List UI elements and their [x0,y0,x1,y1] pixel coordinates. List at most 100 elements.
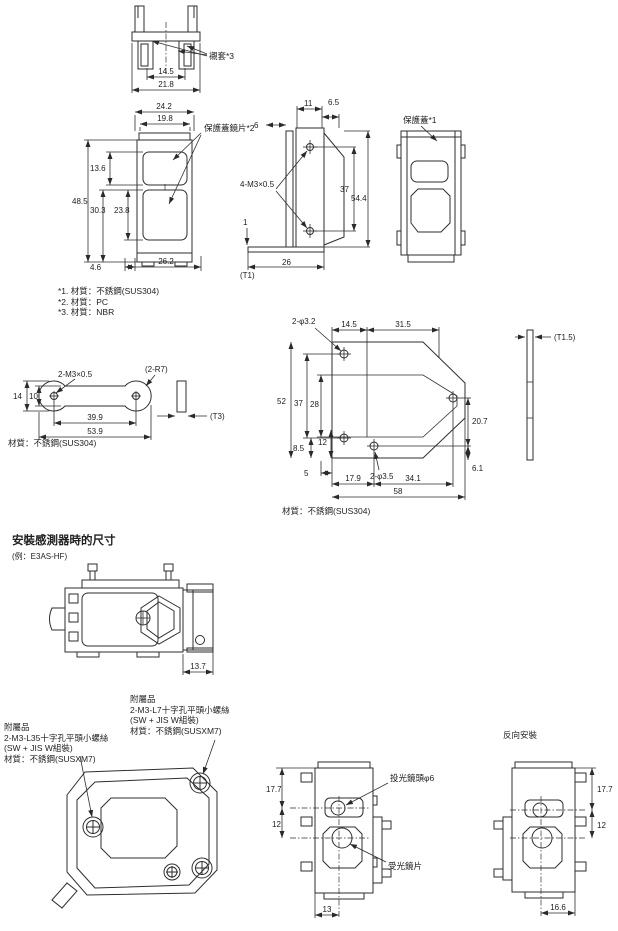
dim-1: 1 [243,218,248,227]
dim-31-5: 31.5 [395,320,411,329]
strap-screw-label: 2-M3×0.5 [58,370,93,379]
fig-reverse-mount-view: 17.7 12 16.6 [493,761,613,916]
dim-17-9: 17.9 [345,474,361,483]
dim-37: 37 [294,399,303,408]
dim-11: 11 [304,99,313,108]
fig-side-bracket-view: 11 6.5 6 4-M3×0.5 1 (T1) 26 37 54.4 [240,98,371,280]
bushing-label: 襯套*3 [209,51,234,61]
dim-24-2: 24.2 [156,102,172,111]
dim-lines [244,106,371,270]
plate-edge-outline [526,329,534,461]
front-outline [136,132,193,267]
fig-protective-cover: 保護蓋*1 [396,115,466,263]
acc-r-3: (SW + JIS W組裝) [130,715,199,725]
sensor-outline [493,761,587,899]
plate-outline [331,341,466,459]
section-subtitle: (例：E3AS-HF) [12,552,68,561]
dim-13-6: 13.6 [90,164,106,173]
dim-53-9: 53.9 [87,427,103,436]
dim-13: 13 [323,905,332,914]
dim-21-8: 21.8 [158,80,174,89]
dim-52: 52 [277,397,286,406]
dim-34-1: 34.1 [405,474,421,483]
leader-lines [79,739,216,818]
dim-5: 5 [304,469,309,478]
sensor-outline [300,761,392,900]
dim-t3: (T3) [210,412,225,421]
cover-label: 保護蓋*1 [403,115,437,125]
dim-lines [541,767,596,916]
dim-12: 12 [272,820,281,829]
fig-mounted-top-view: 13.7 [49,563,214,675]
dim-58: 58 [394,487,403,496]
dim-17-7: 17.7 [597,785,613,794]
dim-20-7: 20.7 [472,417,488,426]
screw-holes [303,140,317,238]
hole-big-label: 2-φ3.5 [370,472,394,481]
dim-37: 37 [340,185,349,194]
dim-lines [84,109,202,271]
fig-bushing-top-view: 14.5 21.8 襯套*3 [131,5,234,93]
dim-12: 12 [318,438,327,447]
acc-r-4: 材質：不銹鋼(SUSXM7) [130,725,222,736]
dim-14-5: 14.5 [158,67,174,76]
fig-mounting-plate: 14.5 31.5 2-φ3.2 2-φ3.5 52 37 28 8.5 12 … [277,317,488,500]
dim-6: 6 [254,121,259,130]
hole-small-label: 2-φ3.2 [292,317,316,326]
acc-r-2: 2-M3-L7十字孔平頭小螺絲 [130,704,230,715]
fig-sensor-cover-front [51,739,218,909]
dim-8-5: 8.5 [293,444,305,453]
cover-outline [396,130,466,263]
strap-side-view [176,380,187,413]
emitter-lens-label: 投光鏡頭φ6 [390,773,435,783]
dim-lines [276,767,389,918]
acc-r-1: 附屬品 [130,694,156,704]
screw-holes [49,391,141,401]
fig-lens-front-view: 17.7 12 13 投光鏡頭φ6 受光鏡片 [266,761,435,918]
fig-plate-side-view: (T1.5) [515,329,576,461]
dim-39-9: 39.9 [87,413,103,422]
acc-l-3: (SW + JIS W組裝) [4,743,73,753]
acc-l-4: 材質：不銹鋼(SUSXM7) [4,753,96,764]
section-title: 安裝感測器時的尺寸 [12,535,116,547]
dim-26: 26 [282,258,291,267]
leader [420,125,438,142]
dim-28: 28 [310,400,319,409]
dim-14-5: 14.5 [341,320,357,329]
screws-label: 4-M3×0.5 [240,180,275,189]
dim-12: 12 [597,821,606,830]
phillips-screws [82,772,213,881]
strap-radius-label: (2-R7) [145,365,168,374]
acc-l-2: 2-M3-L35十字孔平頭小螺絲 [4,732,109,743]
dim-t1-5: (T1.5) [554,333,576,342]
acc-l-1: 附屬品 [4,722,30,732]
receiver-lens-label: 受光鏡片 [388,861,422,871]
dim-54-4: 54.4 [351,194,367,203]
fig-strap-plate: 2-M3×0.5 (2-R7) 14 10 39.9 53.9 (T3) [13,365,225,440]
dim-23-8: 23.8 [114,206,130,215]
centerlines [290,796,370,918]
plate-holes [337,347,460,453]
dim-6-5: 6.5 [328,98,340,107]
material-notes: *1. 材質：不銹鋼(SUS304)*2. 材質：PC*3. 材質：NBR [58,286,159,318]
dim-6-1: 6.1 [472,464,484,473]
note-1: *1. 材質：不銹鋼(SUS304) [58,286,160,296]
dim-16-6: 16.6 [550,903,566,912]
dim-10: 10 [29,392,38,401]
dim-t1: (T1) [240,271,255,280]
dim-13-7: 13.7 [190,662,206,671]
note-3: *3. 材質：NBR [58,307,115,317]
note-2: *2. 材質：PC [58,296,109,307]
sensor-footprint-outline [366,374,458,438]
plate-material: 材質：不銹鋼(SUS304) [282,506,371,516]
dim-lines [131,40,208,93]
bracket-outline [247,127,345,253]
dim-48-5: 48.5 [72,197,88,206]
strap-material: 材質：不銹鋼(SUS304) [8,438,97,448]
reverse-mount-title: 反向安裝 [503,730,538,740]
bushing-top-outline [131,5,201,70]
cover-lens-label: 保護蓋鏡片*2 [204,123,255,133]
